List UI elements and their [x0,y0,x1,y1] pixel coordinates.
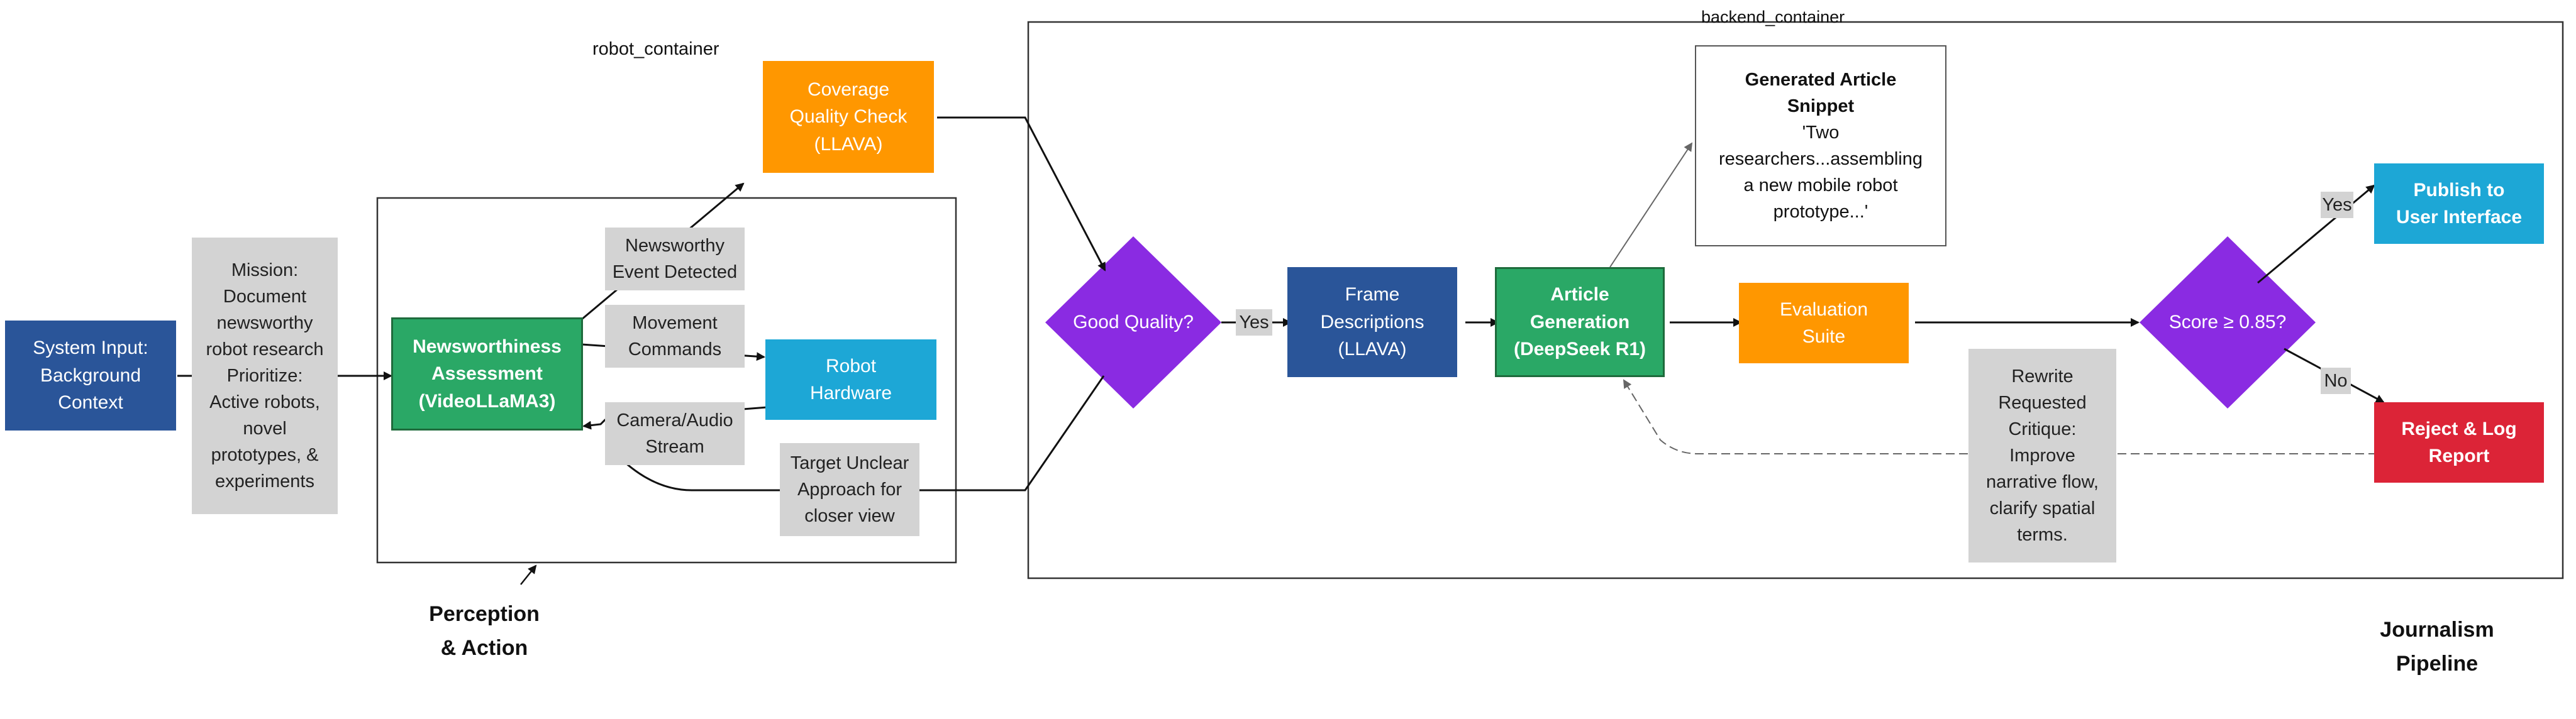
label-movement-commands: Movement Commands [605,305,745,368]
mission-text: Mission: Document newsworthy robot resea… [206,260,324,492]
camera-audio-text: Camera/Audio Stream [616,410,733,457]
score-check-label: Score ≥ 0.85? [2140,302,2316,343]
target-unclear-text: Target Unclear Approach for closer view [790,453,909,527]
frame-descriptions-node: Frame Descriptions (LLAVA) [1287,267,1457,377]
perception-container [376,197,957,564]
yes-score-text: Yes [2322,194,2352,215]
evaluation-suite-node: Evaluation Suite [1739,283,1909,363]
label-event-detected: Newsworthy Event Detected [605,228,745,290]
edge-coverage-to-quality [937,116,1106,272]
coverage-check-text: Coverage Quality Check (LLAVA) [789,79,908,155]
backend-container [1027,21,2564,579]
good-quality-label: Good Quality? [1045,302,1221,343]
no-score-text: No [2324,370,2348,391]
edge-score-yes-to-publish [2257,184,2375,284]
label-camera-audio: Camera/Audio Stream [605,402,745,465]
article-generation-text: Article Generation (DeepSeek R1) [1513,284,1646,360]
label-yes-score: Yes [2321,192,2353,218]
snippet-text: 'Two researchers...assembling a new mobi… [1719,122,1923,222]
label-target-unclear: Target Unclear Approach for closer view [780,443,919,536]
newsworthiness-text: Newsworthiness Assessment (VideoLLaMA3) [413,336,562,412]
backend-container-label: backend_container [1701,8,1845,26]
label-no-score: No [2321,368,2351,394]
publish-text: Publish to User Interface [2396,179,2523,228]
mission-node: Mission: Document newsworthy robot resea… [192,238,338,514]
good-quality-diamond [1045,236,1221,409]
journalism-title: Journalism Pipeline [2380,618,2494,676]
label-yes-quality: Yes [1236,309,1272,336]
reject-node: Reject & Log Report [2374,402,2544,483]
edge-rewrite-loop [1623,379,2377,454]
publish-node: Publish to User Interface [2374,163,2544,244]
article-generation-node: Article Generation (DeepSeek R1) [1495,267,1665,377]
movement-commands-text: Movement Commands [628,312,722,360]
edge-perception-pointer [520,564,537,585]
robot-hardware-text: Robot Hardware [809,355,892,404]
label-rewrite: Rewrite Requested Critique: Improve narr… [1968,349,2116,563]
coverage-check-node: Coverage Quality Check (LLAVA) [763,61,934,173]
reject-text: Reject & Log Report [2401,418,2517,467]
rewrite-text: Rewrite Requested Critique: Improve narr… [1986,366,2099,546]
newsworthiness-node: Newsworthiness Assessment (VideoLLaMA3) [391,317,583,431]
edge-generation-to-snippet [1609,142,1693,268]
article-snippet-note: Generated Article Snippet 'Two researche… [1695,45,1946,246]
yes-quality-text: Yes [1239,312,1269,332]
score-diamond [2140,236,2316,409]
evaluation-suite-text: Evaluation Suite [1779,299,1868,348]
score-check-text: Score ≥ 0.85? [2168,312,2287,333]
snippet-title: Generated Article Snippet [1745,69,1897,116]
robot-container-label: robot_container [592,39,719,59]
good-quality-text: Good Quality? [1073,312,1194,333]
robot-hardware-node: Robot Hardware [765,339,936,420]
event-detected-text: Newsworthy Event Detected [612,235,738,282]
system-input-text: System Input: Background Context [33,338,148,414]
system-input-node: System Input: Background Context [5,321,176,431]
frame-descriptions-text: Frame Descriptions (LLAVA) [1320,284,1424,360]
perception-title: Perception & Action [429,602,540,661]
